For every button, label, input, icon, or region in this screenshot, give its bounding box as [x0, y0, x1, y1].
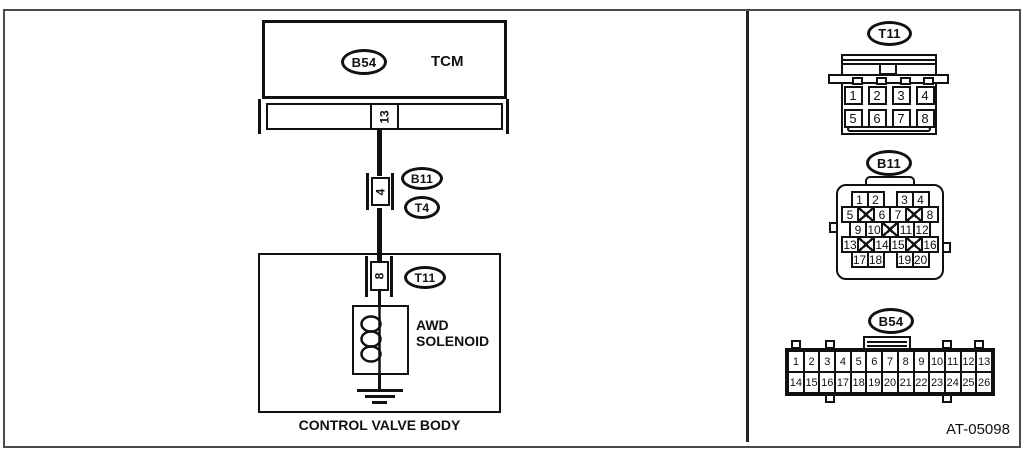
inline-connector-pin-box: 4 [371, 177, 390, 206]
pinout-t11-title-oval: T11 [867, 21, 912, 46]
tcm-label: TCM [431, 53, 464, 70]
tcm-pin-box: 13 [370, 105, 399, 128]
pin-cell: 3 [891, 86, 911, 105]
tcm-strip-blank-left [268, 105, 370, 128]
inline-connector-oval-t4: T4 [404, 196, 440, 219]
inline-connector-bracket-right [391, 173, 394, 210]
blocked-pin-cell [881, 221, 899, 238]
pinout-b11-title-oval: B11 [866, 150, 912, 176]
page-border [3, 9, 1021, 448]
wire-segment-tcm-to-b11 [377, 130, 382, 176]
tcm-pin-number: 13 [377, 109, 392, 124]
pin-cell: 20 [881, 371, 899, 394]
pin-cell: 26 [975, 371, 993, 394]
inline-connector-pin-number: 4 [373, 188, 388, 195]
t11-housing-bottom-strip [847, 126, 931, 132]
pin-cell: 19 [895, 251, 914, 268]
t11-housing-rib [843, 63, 935, 65]
b54-housing-latch-tab [825, 394, 835, 403]
pin-cell: 1 [843, 86, 863, 105]
b54-housing-latch-tab [942, 394, 952, 403]
pin-cell: 15 [802, 371, 821, 394]
t11-housing-crossbar [828, 74, 949, 84]
pin-cell: 16 [921, 236, 939, 253]
tcm-connector-strip: 13 [266, 103, 503, 130]
pin-cell: 18 [866, 251, 885, 268]
pin-cell: 20 [911, 251, 930, 268]
figure-id: AT-05098 [946, 421, 1010, 438]
section-divider-line [746, 11, 749, 442]
inline-connector-bracket-left [366, 173, 369, 210]
pinout-b54-title-oval: B54 [868, 308, 914, 334]
control-valve-body-box [258, 253, 501, 413]
valve-connector-bracket-right [390, 256, 393, 297]
wire-segment-t11-to-solenoid [378, 290, 381, 307]
t11-housing-notch [852, 77, 863, 85]
solenoid-box [352, 305, 409, 375]
pin-cell: 4 [911, 191, 930, 208]
tcm-connector-oval: B54 [341, 49, 387, 75]
pin-cell: 25 [959, 371, 978, 394]
wire-segment-b11-to-t11 [377, 208, 382, 262]
solenoid-label-line1: AWD [416, 317, 449, 333]
valve-connector-bracket-left [365, 256, 368, 297]
pin-cell: 13 [975, 350, 993, 373]
solenoid-label-line2: SOLENOID [416, 333, 490, 349]
valve-connector-pin-number: 8 [372, 272, 387, 280]
t11-housing-notch [900, 77, 911, 85]
t11-housing-rib [843, 59, 935, 61]
valve-connector-pin-box: 8 [370, 261, 389, 291]
t11-housing-notch [923, 77, 934, 85]
pin-cell: 22 [912, 371, 931, 394]
solenoid-coil-icon [360, 307, 382, 373]
wire-segment-solenoid-to-ground [378, 375, 381, 390]
solenoid-label: AWD SOLENOID [416, 317, 489, 349]
t11-housing-notch [876, 77, 887, 85]
pin-cell: 4 [915, 86, 935, 105]
tcm-strip-bracket-left [258, 99, 261, 134]
pin-cell: 19 [865, 371, 884, 394]
pin-cell: 24 [943, 371, 962, 394]
pin-cell: 2 [867, 86, 887, 105]
tcm-strip-blank-right [399, 105, 501, 128]
tcm-box: B54 TCM [262, 20, 507, 99]
valve-connector-oval-t11: T11 [404, 266, 446, 289]
tcm-strip-bracket-right [506, 99, 509, 134]
inline-connector-oval-b11: B11 [401, 167, 443, 190]
control-valve-body-label: CONTROL VALVE BODY [298, 417, 461, 433]
